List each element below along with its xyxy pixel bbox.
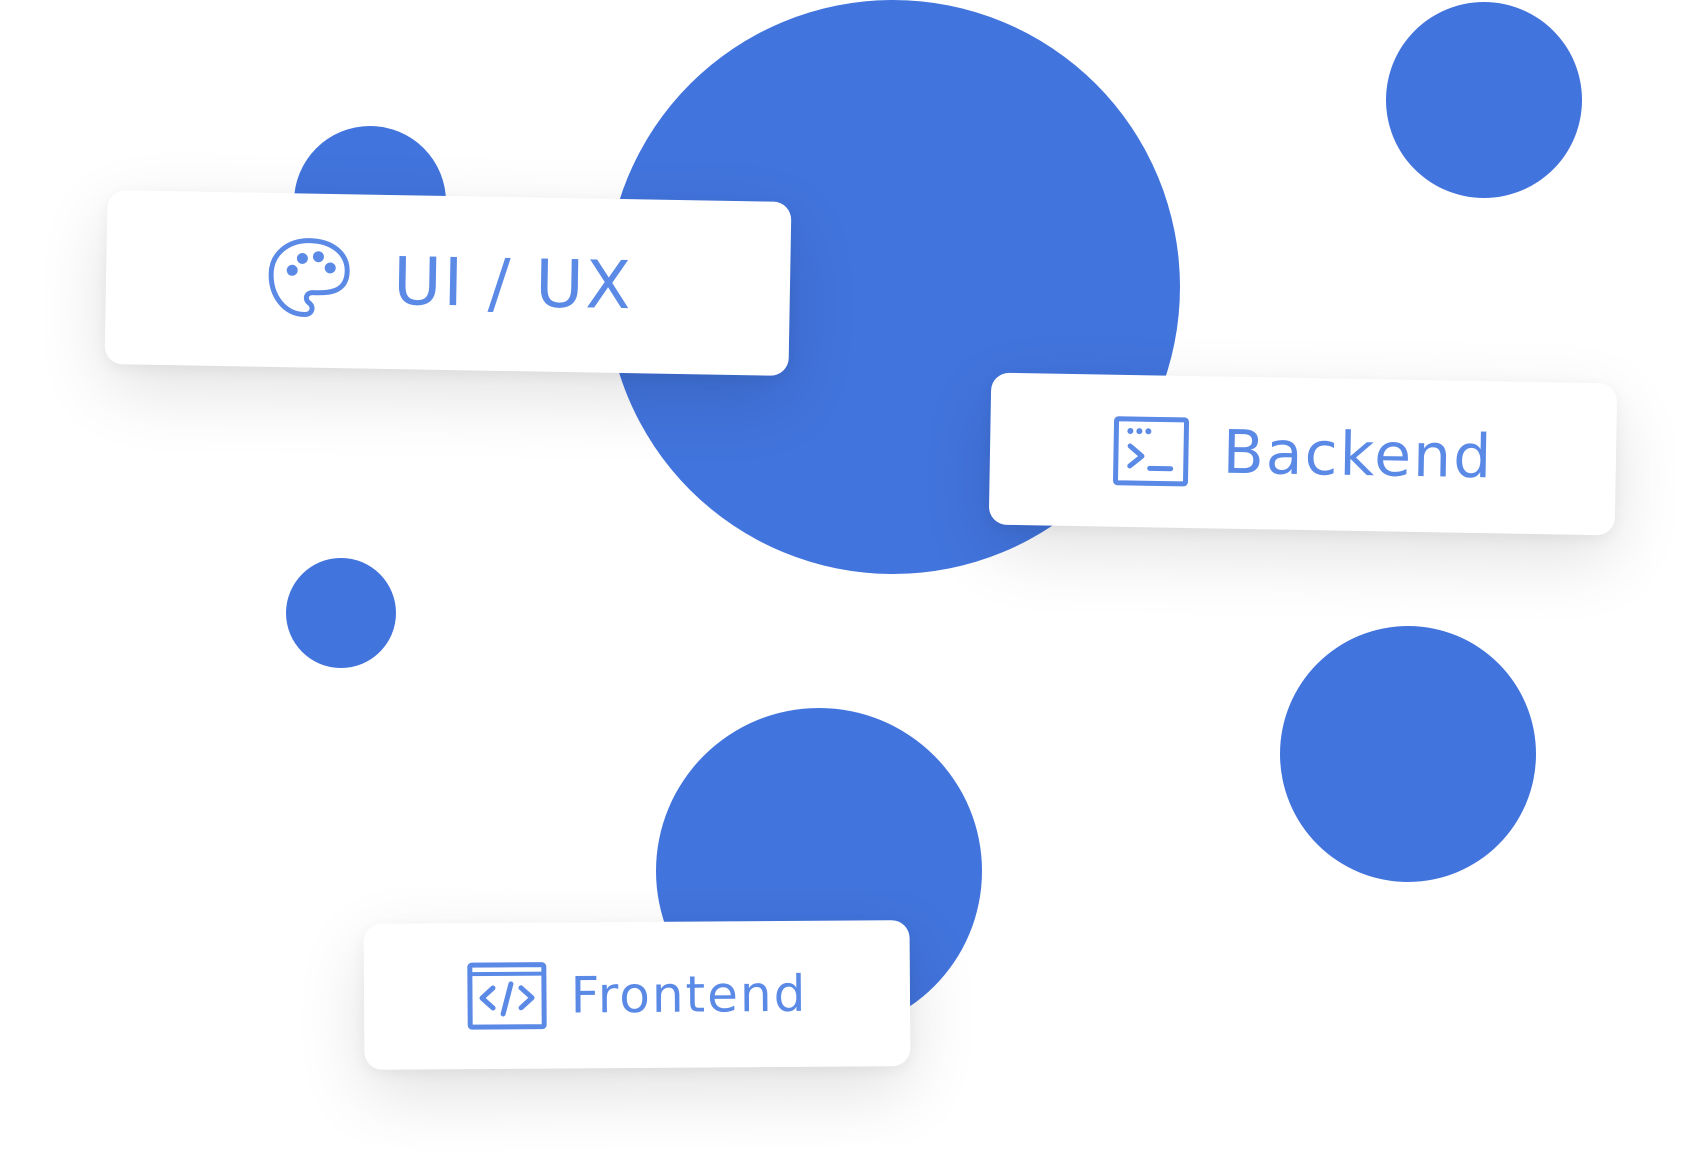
skill-card-frontend-label: Frontend	[570, 964, 808, 1025]
decorative-circle-top-right	[1386, 2, 1582, 198]
palette-icon	[262, 234, 356, 328]
skill-card-backend-label: Backend	[1222, 417, 1494, 493]
skill-card-uiux-label: UI / UX	[392, 243, 634, 325]
code-window-icon	[466, 962, 547, 1031]
terminal-icon	[1112, 416, 1189, 487]
skill-card-frontend: Frontend	[363, 920, 911, 1070]
skill-card-uiux: UI / UX	[104, 190, 792, 376]
skill-card-backend: Backend	[988, 372, 1618, 536]
decorative-circle-small-left	[286, 558, 396, 668]
decorative-circle-right	[1280, 626, 1536, 882]
